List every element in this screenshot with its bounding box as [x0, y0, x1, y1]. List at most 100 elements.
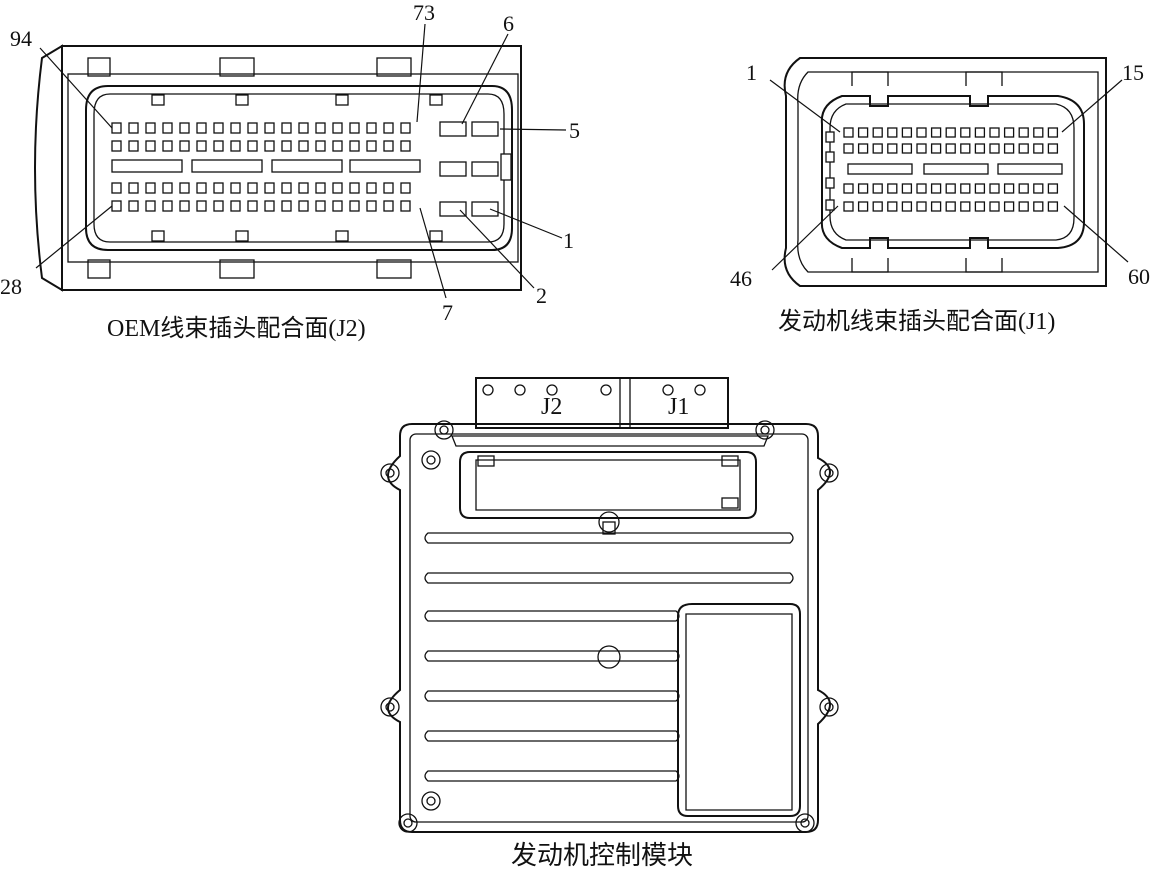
j2-pin — [111, 200, 122, 212]
j1-side-keys — [825, 131, 835, 211]
j2-pin — [281, 200, 292, 212]
j2-power-pin — [471, 121, 499, 137]
j2-pin — [247, 122, 258, 134]
j1-pin — [1018, 143, 1029, 154]
ecm-center-boss — [597, 645, 621, 669]
j1-bus-bar — [923, 163, 989, 175]
j1-pin — [843, 201, 854, 212]
j1-pin — [1047, 127, 1059, 138]
j1-pin — [1018, 183, 1029, 194]
j2-pin — [332, 140, 343, 152]
j2-pin — [145, 140, 156, 152]
j1-pin — [960, 143, 971, 154]
ecm-fin — [424, 532, 794, 544]
j2-pin-28-label: 28 — [0, 274, 22, 299]
j2-pin — [383, 200, 394, 212]
ecm-cooling-fins — [424, 532, 794, 782]
ecm-fin — [424, 770, 680, 782]
j1-pin — [974, 201, 986, 212]
ecm-fin — [424, 650, 680, 662]
j1-pin — [857, 183, 869, 194]
j2-pin — [281, 122, 292, 134]
j2-pin — [298, 122, 309, 134]
j2-pin — [213, 140, 224, 152]
j1-pin — [989, 201, 1000, 212]
j1-bus-bar — [997, 163, 1063, 175]
j1-pin — [916, 201, 927, 212]
j2-pin — [111, 182, 122, 194]
j1-pin — [1033, 201, 1044, 212]
ecm-window-clips — [477, 455, 739, 535]
j1-pin — [857, 201, 869, 212]
j2-pin — [196, 182, 207, 194]
j1-pin — [887, 127, 898, 138]
j2-pin — [128, 122, 139, 134]
j1-pin — [930, 201, 942, 212]
j2-pin — [196, 140, 207, 152]
j2-pin — [230, 182, 241, 194]
j1-pin — [872, 143, 883, 154]
j2-pin — [281, 182, 292, 194]
j2-pin — [213, 200, 224, 212]
j2-pin — [298, 140, 309, 152]
j2-pin — [298, 182, 309, 194]
j2-pin — [349, 122, 360, 134]
j1-caption: 发动机线束插头配合面(J1) — [778, 308, 1055, 335]
j1-pin — [901, 201, 913, 212]
j1-pin — [960, 127, 971, 138]
j1-pin — [1003, 127, 1015, 138]
j2-pin — [400, 182, 411, 194]
ecm-j1-label: J1 — [668, 394, 689, 420]
ecm-connector-window-inner — [475, 459, 741, 511]
j1-pin-1-label: 1 — [746, 60, 757, 85]
j2-latch-tabs — [87, 57, 412, 279]
j2-pin — [400, 140, 411, 152]
ecm-fin — [424, 730, 680, 742]
j1-bus-bar — [847, 163, 913, 175]
j1-outer-housing — [783, 57, 1107, 287]
ecm-mounting-holes — [380, 420, 839, 833]
j2-pin — [179, 122, 190, 134]
j2-pin — [128, 200, 139, 212]
j2-cavity-inner — [93, 93, 505, 243]
j1-pin-15-label: 15 — [1122, 60, 1144, 85]
j2-pin — [111, 140, 122, 152]
j1-pin — [1047, 143, 1059, 154]
j2-pin — [400, 200, 411, 212]
j1-pin — [1033, 183, 1044, 194]
j1-pin — [989, 143, 1000, 154]
j2-pin-1-label: 1 — [563, 228, 574, 253]
j1-pin-labels: 1 15 46 60 — [730, 60, 1150, 291]
j2-cavity-keys — [151, 94, 512, 242]
j2-pin — [247, 200, 258, 212]
j2-pin — [145, 182, 156, 194]
j1-pin — [887, 183, 898, 194]
j1-pin — [916, 183, 927, 194]
j2-pin — [366, 182, 377, 194]
j2-pin — [111, 122, 122, 134]
j2-bus-bar — [111, 159, 183, 173]
j2-pin-labels: 94 73 6 5 1 2 7 28 — [0, 0, 580, 325]
j2-pin — [366, 200, 377, 212]
j2-pin — [366, 140, 377, 152]
ecm-caption: 发动机控制模块 — [511, 841, 693, 869]
j1-pin — [1047, 183, 1059, 194]
j2-pin — [230, 200, 241, 212]
j2-power-pin — [439, 121, 467, 137]
j2-inner-frame — [67, 73, 519, 263]
j2-left-flange — [34, 44, 63, 292]
j1-pin — [857, 143, 869, 154]
j1-pin — [1003, 183, 1015, 194]
j2-pin — [281, 140, 292, 152]
j2-pin — [315, 140, 326, 152]
j1-pin — [857, 127, 869, 138]
j2-power-pin — [471, 201, 499, 217]
j1-pin-array — [843, 127, 1063, 212]
j1-pin — [872, 183, 883, 194]
j2-pin — [349, 182, 360, 194]
j2-pin — [196, 200, 207, 212]
j2-pin — [315, 182, 326, 194]
j2-connector-face — [34, 44, 522, 292]
j2-pin — [349, 140, 360, 152]
